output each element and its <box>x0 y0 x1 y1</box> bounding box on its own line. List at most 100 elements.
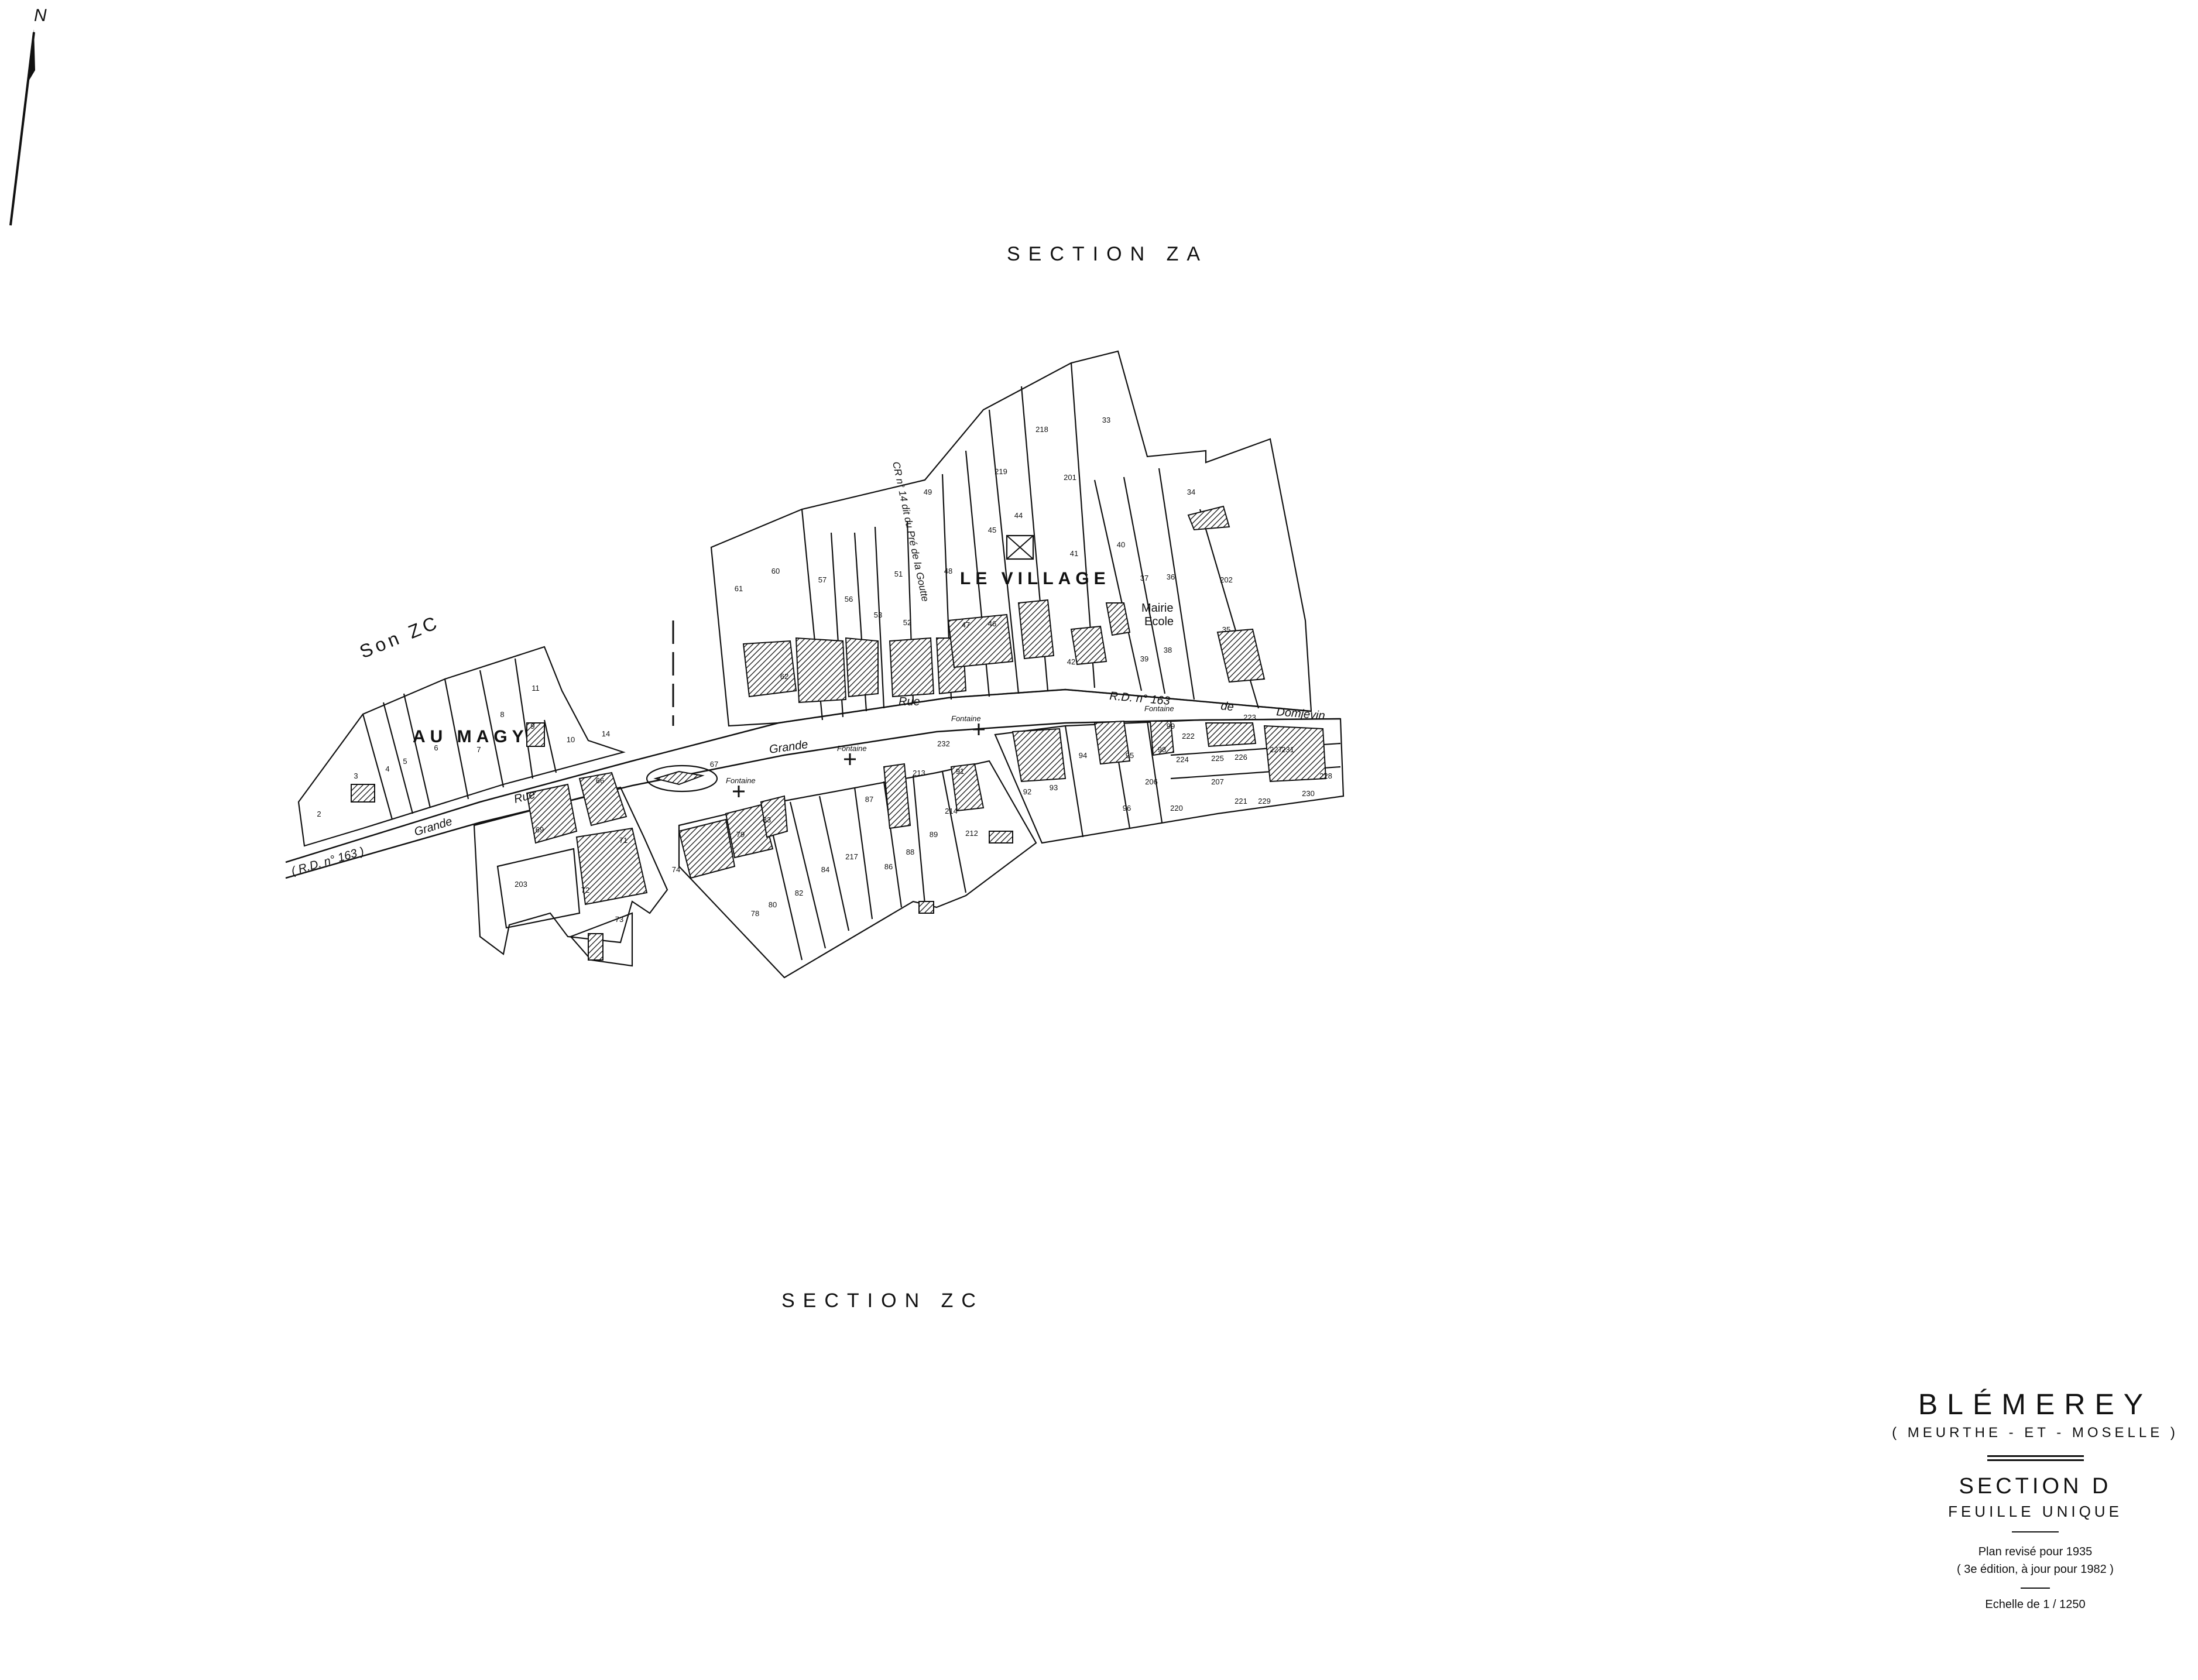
parcel-number-231: 231 <box>1281 745 1294 754</box>
le-village-label: LE VILLAGE <box>960 569 1110 588</box>
parcel-number-91: 91 <box>956 767 964 776</box>
parcel-number-207: 207 <box>1211 777 1224 786</box>
parcel-number-38: 38 <box>1164 646 1172 654</box>
parcel-number-71: 71 <box>619 836 627 845</box>
grande-center-label: Grande <box>769 738 809 756</box>
sheet-name: FEUILLE UNIQUE <box>1948 1503 2122 1520</box>
parcel-number-44: 44 <box>1014 511 1023 520</box>
parcel-number-212: 212 <box>965 829 978 838</box>
block-au-magy <box>297 646 626 847</box>
chemin-label: CR n° 14 dit du Pré de la Goutte <box>890 461 931 603</box>
parcel-number-94: 94 <box>1079 751 1087 760</box>
parcel-number-202: 202 <box>1220 575 1233 584</box>
parcel-number-48: 48 <box>944 567 952 575</box>
parcel-number-228: 228 <box>1319 772 1332 780</box>
parcel-number-84: 84 <box>821 865 829 874</box>
parcel-number-78: 78 <box>751 909 759 918</box>
scale-note: Echelle de 1 / 1250 <box>1985 1598 2086 1611</box>
parcel-number-98: 98 <box>1158 745 1166 754</box>
block-south-east <box>994 718 1345 844</box>
parcel-number-73: 73 <box>615 915 623 924</box>
north-arrow-icon: N <box>9 6 47 226</box>
edition-note: ( 3e édition, à jour pour 1982 ) <box>1957 1563 2114 1576</box>
de-label: de <box>1220 700 1234 714</box>
parcel-number-80: 80 <box>769 900 777 909</box>
parcel-number-213: 213 <box>913 769 925 777</box>
parcel-number-222: 222 <box>1182 732 1195 740</box>
parcel-number-62: 62 <box>780 672 788 681</box>
parcel-number-72: 72 <box>581 886 589 894</box>
section-za-label: SECTION ZA <box>1007 243 1208 265</box>
parcel-number-201: 201 <box>1064 473 1076 482</box>
parcel-number-45: 45 <box>988 526 996 534</box>
block-south-center <box>678 760 1037 979</box>
fontaine-label-4: Fontaine <box>1144 704 1174 713</box>
parcel-number-93: 93 <box>1050 783 1058 792</box>
parcel-number-69: 69 <box>536 825 544 834</box>
parcel-number-42: 42 <box>1067 657 1075 666</box>
parcel-number-96: 96 <box>1123 804 1131 812</box>
parcel-number-51: 51 <box>894 570 903 578</box>
fontaine-label-2: Fontaine <box>837 744 867 753</box>
town-name: BLÉMEREY <box>1918 1388 2153 1421</box>
divider <box>2012 1531 2059 1532</box>
block-southwest <box>473 764 718 967</box>
block-le-village <box>710 350 1312 727</box>
parcel-number-61: 61 <box>735 584 743 593</box>
parcel-number-7: 7 <box>476 745 481 754</box>
parcel-number-8: 8 <box>500 710 504 719</box>
parcel-number-206: 206 <box>1145 777 1158 786</box>
parcel-number-57: 57 <box>818 575 827 584</box>
section-zc-label: SECTION ZC <box>781 1290 984 1312</box>
parcel-number-89: 89 <box>930 830 938 839</box>
parcel-number-87: 87 <box>865 795 873 804</box>
parcel-number-230: 230 <box>1302 789 1315 798</box>
parcel-number-227: 227 <box>1270 745 1283 754</box>
parcel-number-224: 224 <box>1176 755 1189 764</box>
parcel-number-232: 232 <box>937 739 950 748</box>
fontaine-cross-icon <box>733 724 985 797</box>
parcel-number-9: 9 <box>530 722 534 731</box>
department-name: ( MEURTHE - ET - MOSELLE ) <box>1892 1425 2179 1441</box>
parcel-number-218: 218 <box>1035 425 1048 434</box>
ecole-label: Ecole <box>1144 615 1174 628</box>
mairie-label: Mairie <box>1141 602 1173 615</box>
title-cartouche: BLÉMEREY ( MEURTHE - ET - MOSELLE ) SECT… <box>1889 1387 2182 1613</box>
parcel-number-53: 53 <box>874 611 882 619</box>
parcel-number-95: 95 <box>1126 751 1134 760</box>
parcel-number-47: 47 <box>962 620 970 629</box>
parcel-number-217: 217 <box>845 852 858 861</box>
parcel-number-36: 36 <box>1167 572 1175 581</box>
divider <box>2021 1588 2050 1589</box>
parcel-number-92: 92 <box>1023 787 1031 796</box>
parcel-number-203: 203 <box>515 880 527 889</box>
parcel-number-10: 10 <box>567 735 575 744</box>
parcel-number-52: 52 <box>903 618 911 627</box>
rue-center-label: Rue <box>899 695 920 708</box>
parcel-number-11: 11 <box>532 684 540 692</box>
parcel-number-220: 220 <box>1170 804 1183 812</box>
parcel-number-229: 229 <box>1258 797 1271 805</box>
double-rule <box>1987 1455 2084 1461</box>
parcel-number-219: 219 <box>995 467 1007 476</box>
parcel-number-221: 221 <box>1235 797 1247 805</box>
parcel-number-3: 3 <box>354 772 358 780</box>
parcel-number-33: 33 <box>1102 416 1110 424</box>
parcel-number-6: 6 <box>434 743 438 752</box>
parcel-number-88: 88 <box>906 848 914 856</box>
son-zc-label: Son ZC <box>356 611 443 663</box>
parcel-number-2: 2 <box>317 810 321 818</box>
parcel-number-99: 99 <box>1167 722 1175 731</box>
parcel-number-223: 223 <box>1243 713 1256 722</box>
parcel-number-35: 35 <box>1222 625 1230 634</box>
fontaine-label-3: Fontaine <box>951 714 981 723</box>
parcel-number-82: 82 <box>795 889 803 897</box>
parcel-number-40: 40 <box>1117 540 1125 549</box>
parcel-number-74: 74 <box>672 865 680 874</box>
parcel-number-14: 14 <box>602 729 610 738</box>
parcel-number-83: 83 <box>763 815 771 824</box>
parcel-number-67: 67 <box>710 760 718 769</box>
parcel-number-225: 225 <box>1211 754 1224 763</box>
